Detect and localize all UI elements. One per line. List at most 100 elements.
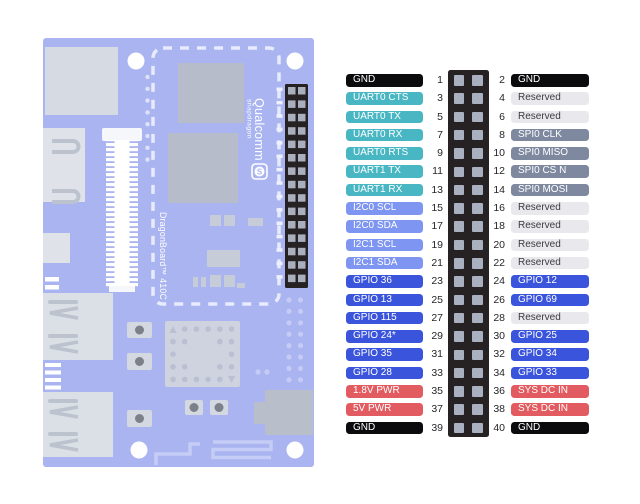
pin-22-number: 22 <box>493 256 505 269</box>
header-pad <box>472 258 483 269</box>
pin-6-number: 6 <box>499 110 505 123</box>
board-svg: Qualcomm snapdragon S DragonBoard™ 410C <box>43 38 314 467</box>
pin-1-label: GND <box>346 74 423 87</box>
pin-29-label: GPIO 24* <box>346 330 423 343</box>
expansion-connector <box>102 128 142 292</box>
pin-20-label: Reserved <box>511 238 589 252</box>
pin-25-number: 25 <box>431 293 443 306</box>
pin-20-number: 20 <box>493 238 505 251</box>
header-pad <box>453 239 464 251</box>
pin-8-number: 8 <box>499 128 505 141</box>
header-pad <box>472 111 483 123</box>
pin-32-label: GPIO 34 <box>511 348 589 361</box>
product-text: DragonBoard™ 410C <box>158 212 168 300</box>
pin-11-label: UART1 TX <box>346 165 423 178</box>
pin-7-number: 7 <box>437 128 443 141</box>
pin-5-label: UART0 TX <box>346 110 423 124</box>
header-pad <box>453 294 464 306</box>
pin-4-label: Reserved <box>511 92 589 105</box>
header-pad <box>453 312 464 324</box>
pin-39-number: 39 <box>431 421 443 434</box>
bga-pad-grid <box>165 321 240 387</box>
pin-31-label: GPIO 35 <box>346 348 423 361</box>
pin-12-number: 12 <box>493 165 505 178</box>
pin-19-label: I2C1 SCL <box>346 238 423 252</box>
header-pad <box>453 75 464 86</box>
pin-30-number: 30 <box>493 330 505 343</box>
pin-36-number: 36 <box>493 385 505 398</box>
pin-14-number: 14 <box>493 183 505 196</box>
via-grid <box>286 297 304 383</box>
pin-row: GPIO 35 31 32 GPIO 34 <box>346 348 589 361</box>
header-connector-graphic <box>448 70 489 437</box>
pin-18-number: 18 <box>493 220 505 233</box>
pin-11-number: 11 <box>432 165 443 178</box>
edge-pads-small <box>45 277 59 290</box>
mounting-hole <box>286 441 304 459</box>
pin-19-number: 19 <box>431 238 443 251</box>
pin-26-number: 26 <box>493 293 505 306</box>
header-pad <box>453 422 464 434</box>
header-pad <box>472 184 483 196</box>
header-pad <box>472 386 483 397</box>
pin-12-label: SPI0 CS N <box>511 165 589 178</box>
antenna-trace <box>154 440 273 465</box>
microusb-connector <box>43 233 70 263</box>
usb-connector-top <box>43 293 113 360</box>
pin-2-label: GND <box>511 74 589 87</box>
header-pad <box>453 404 464 415</box>
mounting-hole <box>127 52 145 70</box>
pin-29-number: 29 <box>431 330 443 343</box>
pin-3-number: 3 <box>437 92 443 105</box>
header-pad <box>472 404 483 415</box>
header-pad <box>472 349 483 360</box>
mounting-hole <box>286 52 304 70</box>
header-pad <box>453 111 464 123</box>
header-pad <box>453 331 464 342</box>
header-pad <box>453 258 464 269</box>
mounting-hole <box>130 441 148 459</box>
pin-34-label: GPIO 33 <box>511 366 589 380</box>
header-pad <box>453 166 464 177</box>
header-pad <box>453 93 464 104</box>
pin-23-number: 23 <box>431 275 443 288</box>
usb-connector-bottom <box>43 392 113 457</box>
pin-38-label: SYS DC IN <box>511 403 589 416</box>
hdmi-connector <box>43 128 85 204</box>
header-pad <box>472 294 483 306</box>
header-pad <box>453 349 464 360</box>
pin-33-number: 33 <box>431 366 443 379</box>
board-illustration: Qualcomm snapdragon S DragonBoard™ 410C <box>43 38 314 467</box>
header-pad <box>453 129 464 141</box>
pin-38-number: 38 <box>493 403 505 416</box>
pin-4-number: 4 <box>499 92 505 105</box>
header-pad <box>472 422 483 434</box>
pin-10-label: SPI0 MISO <box>511 147 589 160</box>
board-buttons <box>127 322 228 427</box>
pin-14-label: SPI0 MOSI <box>511 183 589 197</box>
pin-15-number: 15 <box>431 202 443 215</box>
pin-32-number: 32 <box>493 348 505 361</box>
edge-pads-small-2 <box>45 363 61 390</box>
pin-28-number: 28 <box>493 311 505 324</box>
pin-8-label: SPI0 CLK <box>511 128 589 142</box>
power-connector <box>45 47 118 115</box>
pin-28-label: Reserved <box>511 311 589 325</box>
pin-27-label: GPIO 115 <box>346 311 423 325</box>
pin-31-number: 31 <box>431 348 443 361</box>
